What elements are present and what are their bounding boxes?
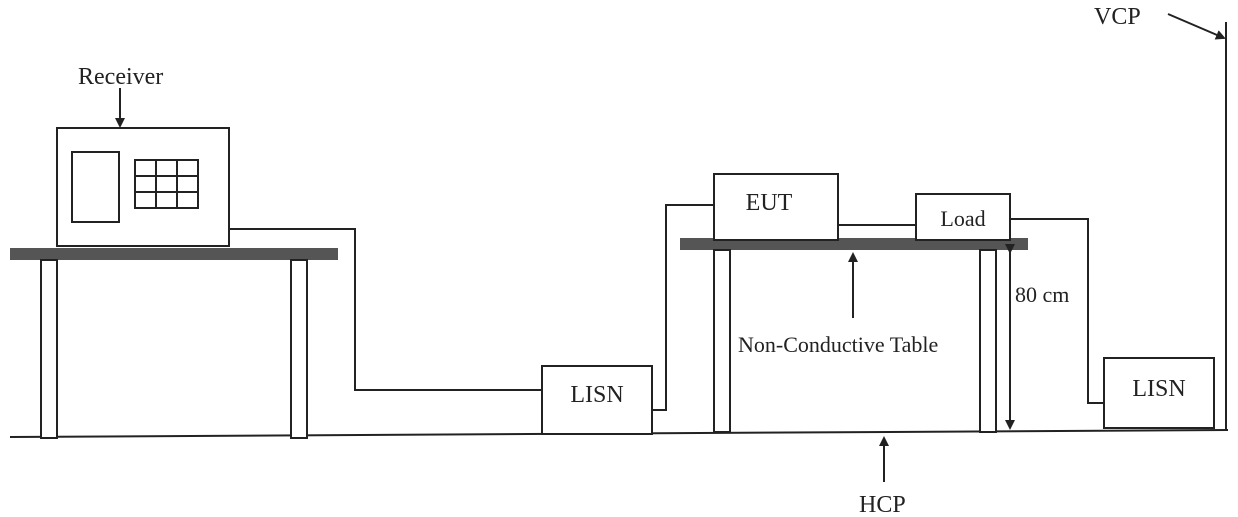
load-label: Load <box>940 206 985 231</box>
left-lisn-box <box>541 365 653 435</box>
right-table-leg-right <box>979 249 997 433</box>
lisn-eut-cable <box>652 204 714 411</box>
table-label: Non-Conductive Table <box>738 332 938 357</box>
receiver-label: Receiver <box>78 64 163 90</box>
right-lisn-label: LISN <box>1132 376 1185 402</box>
vcp-label: VCP <box>1094 4 1141 30</box>
right-table-leg-left <box>713 249 731 433</box>
eut-label: EUT <box>746 190 793 216</box>
hcp-label: HCP <box>859 492 906 517</box>
left-table <box>10 248 338 439</box>
load-box <box>915 193 1011 241</box>
receiver-cable <box>228 228 543 391</box>
receiver-box <box>56 127 230 247</box>
left-lisn-label: LISN <box>570 382 623 408</box>
height-label: 80 cm <box>1015 282 1069 307</box>
load-lisn-cable <box>1010 218 1104 404</box>
left-table-leg-right <box>290 259 308 439</box>
vcp-arrow <box>1167 13 1226 40</box>
left-table-leg-left <box>40 259 58 439</box>
left-tabletop <box>10 248 338 260</box>
right-lisn-box <box>1103 357 1215 429</box>
receiver-keypad <box>134 159 199 209</box>
receiver-screen <box>71 151 120 223</box>
eut-box <box>713 173 839 241</box>
